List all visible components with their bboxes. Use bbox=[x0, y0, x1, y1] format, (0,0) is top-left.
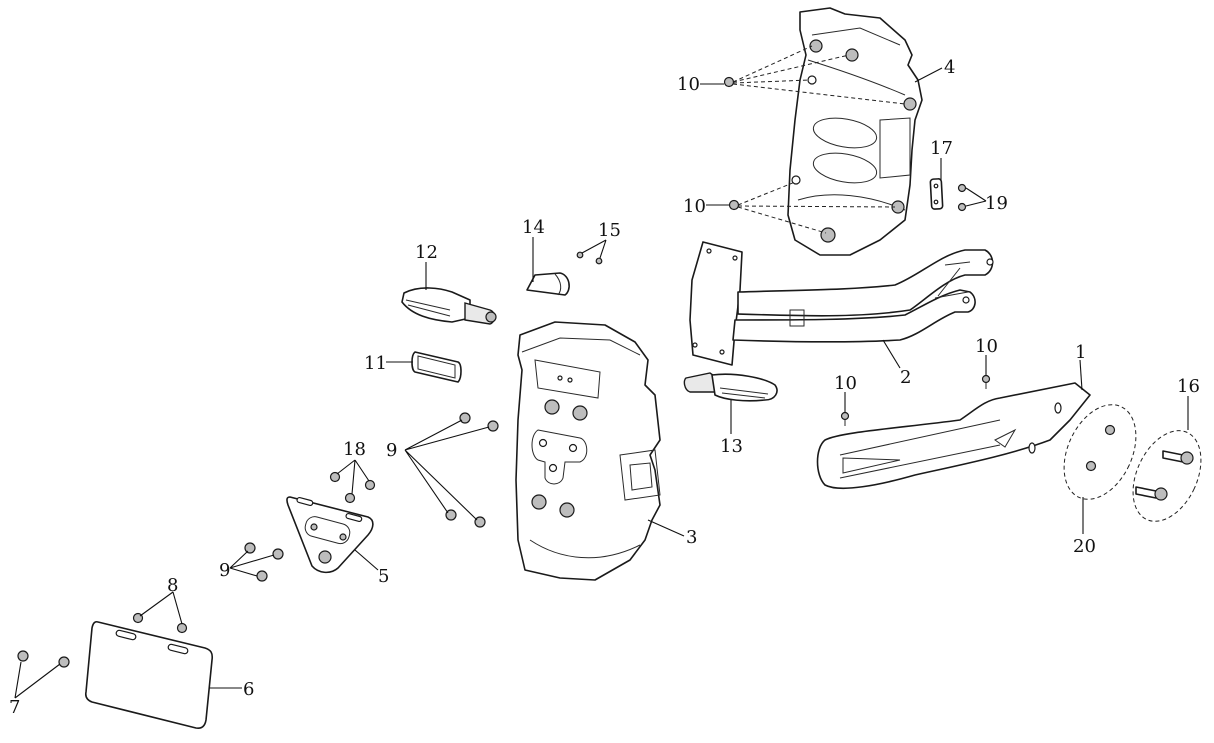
callout-10-right: 10 bbox=[975, 336, 998, 357]
leader-lines bbox=[14, 67, 1189, 699]
callout-6: 6 bbox=[243, 679, 254, 700]
part-10-screw-right bbox=[981, 374, 991, 389]
part-5-license-bracket bbox=[286, 496, 374, 574]
part-10-screw-mid bbox=[728, 181, 896, 234]
part-17-bracket-plate bbox=[929, 178, 944, 210]
callout-19: 19 bbox=[985, 193, 1008, 214]
callout-18: 18 bbox=[343, 439, 366, 460]
callout-10-mid: 10 bbox=[683, 196, 706, 217]
part-9-bolts-upper bbox=[445, 412, 499, 528]
callout-3: 3 bbox=[686, 527, 697, 548]
part-2-rail-frame bbox=[689, 241, 994, 366]
callout-4: 4 bbox=[944, 57, 955, 78]
part-1-tail-cowl bbox=[816, 382, 1091, 490]
callout-13: 13 bbox=[720, 436, 743, 457]
callout-1: 1 bbox=[1075, 342, 1086, 363]
part-6-license-plate bbox=[84, 620, 214, 729]
part-18-nuts bbox=[329, 471, 376, 504]
part-10-screw-left bbox=[840, 411, 850, 426]
callout-12: 12 bbox=[415, 242, 438, 263]
part-8-nuts bbox=[132, 612, 188, 634]
part-9-bolts-lower bbox=[244, 542, 284, 582]
callout-7: 7 bbox=[9, 697, 20, 718]
part-16-bolts bbox=[1132, 430, 1202, 522]
callout-16: 16 bbox=[1177, 376, 1200, 397]
callout-11: 11 bbox=[364, 353, 387, 374]
callout-2: 2 bbox=[900, 367, 911, 388]
callout-14: 14 bbox=[522, 217, 545, 238]
part-4-inner-fender bbox=[787, 7, 923, 256]
part-7-screws bbox=[17, 650, 70, 668]
part-11-license-lamp-lens bbox=[411, 351, 462, 383]
part-3-rear-fender bbox=[515, 321, 661, 581]
callout-10-left: 10 bbox=[834, 373, 857, 394]
callout-15: 15 bbox=[598, 220, 621, 241]
callout-8: 8 bbox=[167, 575, 178, 596]
part-20-washers bbox=[1063, 404, 1137, 500]
part-19-screws bbox=[957, 183, 967, 212]
part-13-turn-signal-right bbox=[683, 372, 778, 402]
callout-9-lower: 9 bbox=[219, 560, 230, 581]
part-15-screws bbox=[576, 251, 603, 265]
callout-labels: 1 2 3 4 5 6 7 8 9 9 10 10 10 10 11 12 13… bbox=[9, 57, 1200, 718]
callout-10-top: 10 bbox=[677, 74, 700, 95]
part-14-lamp-cover bbox=[526, 272, 570, 296]
callout-5: 5 bbox=[378, 566, 389, 587]
part-10-screw-top bbox=[723, 45, 906, 105]
callout-17: 17 bbox=[930, 138, 953, 159]
callout-20: 20 bbox=[1073, 536, 1096, 557]
part-12-turn-signal-left bbox=[401, 287, 497, 325]
callout-9-upper: 9 bbox=[386, 440, 397, 461]
